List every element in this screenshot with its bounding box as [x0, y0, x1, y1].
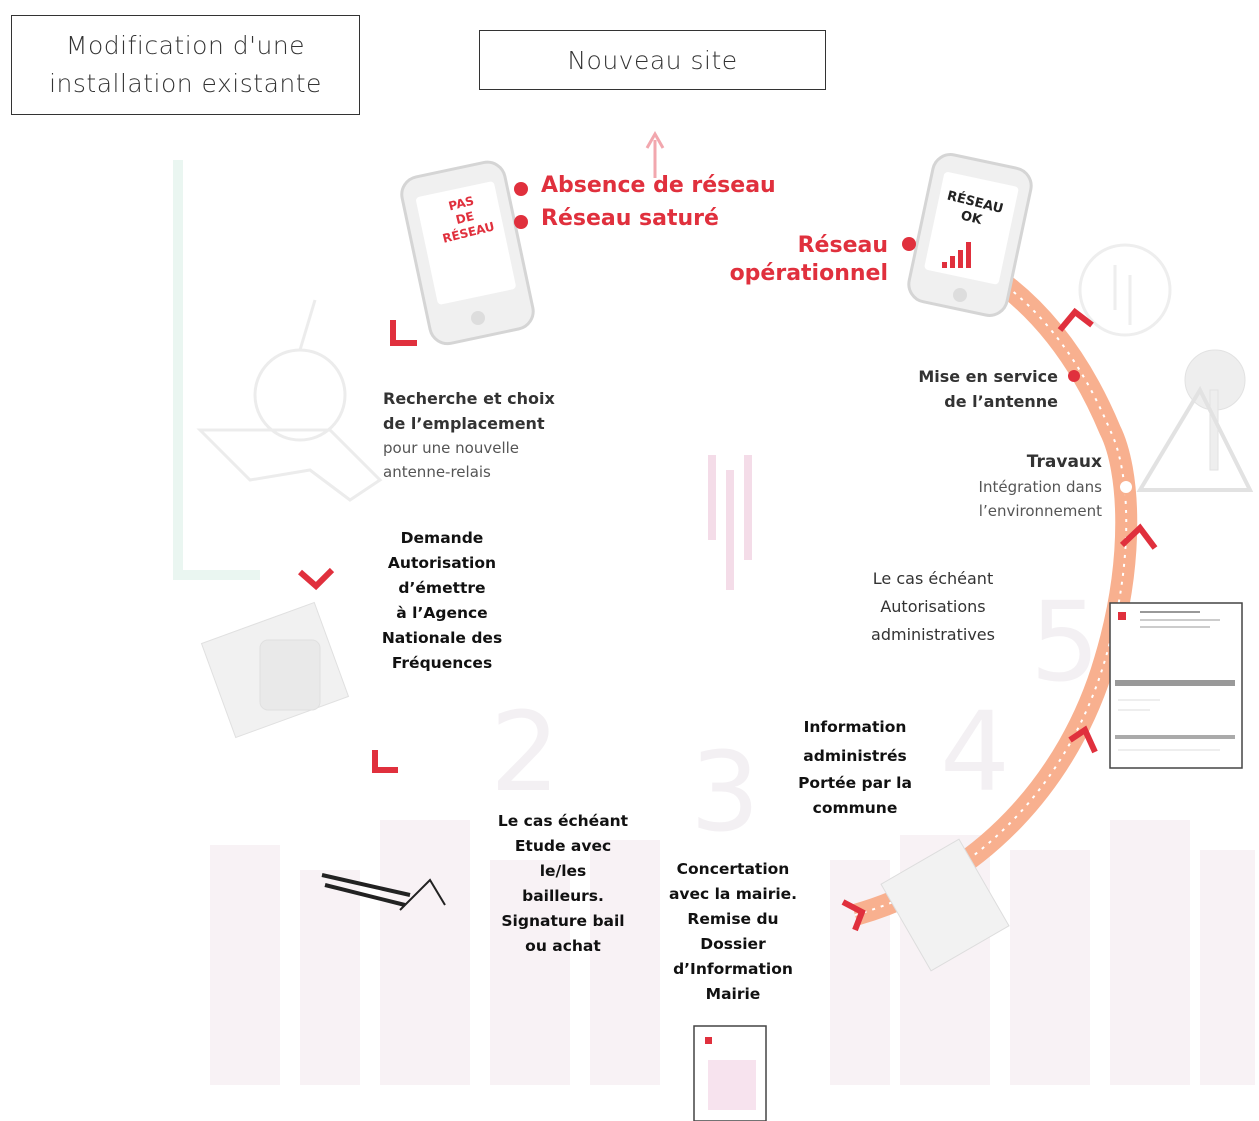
saturated-label: Réseau saturé: [541, 206, 719, 231]
step-search: Recherche et choix de l’emplacement pour…: [383, 386, 603, 484]
svg-text:2: 2: [490, 688, 560, 816]
faint-antenna: [708, 455, 752, 590]
document-bottom: [693, 1025, 767, 1121]
step-landlord-line: Signature bail: [501, 912, 625, 930]
document-right: [1109, 602, 1243, 769]
orange-path: [852, 276, 1138, 926]
step-works: Travaux Intégration dans l’environnement: [950, 450, 1102, 523]
step-landlord-line: ou achat: [525, 937, 601, 955]
step-consultation-line: Dossier: [700, 935, 766, 953]
svg-text:4: 4: [940, 688, 1010, 816]
absence-label: Absence de réseau: [541, 173, 776, 198]
faint-up-arrow: [645, 130, 665, 178]
step-commissioning: Mise en service de l’antenne: [890, 364, 1058, 414]
modification-label: Modification d'une installation existant…: [49, 31, 322, 98]
faint-circle-right: [1078, 243, 1172, 337]
operational-line: opérationnel: [729, 261, 888, 286]
faint-bracket: [173, 160, 260, 580]
svg-text:3: 3: [690, 728, 760, 856]
step-information: Information administrés Portée par la co…: [780, 713, 930, 821]
step-landlord-line: bailleurs.: [522, 887, 604, 905]
step-admin-auth-line: Autorisations: [880, 597, 986, 616]
step-anfr-line: Demande: [400, 529, 484, 547]
path-chevrons: [841, 307, 1158, 932]
step-consultation-line: Mairie: [705, 985, 761, 1003]
faint-magnifier: [196, 299, 383, 502]
operational-line: Réseau: [797, 233, 888, 258]
step-information-line: administrés: [803, 747, 907, 765]
step-search-title: Recherche et choix: [383, 389, 555, 408]
step-information-line: Portée par la: [798, 774, 912, 792]
step-consultation-line: Concertation: [676, 860, 790, 878]
saturated-dot: [514, 215, 528, 229]
faint-skyline: [210, 820, 1255, 1085]
pen-illustration: [321, 873, 446, 911]
new-site-label: Nouveau site: [567, 45, 738, 75]
step-search-desc: antenne-relais: [383, 463, 491, 481]
left-arrows: [298, 320, 417, 773]
step-anfr-line: d’émettre: [398, 579, 486, 597]
step-information-line: Information: [803, 718, 907, 736]
step-search-title: de l’emplacement: [383, 414, 545, 433]
step-anfr-line: Nationale des: [381, 629, 503, 647]
step-consultation-line: Remise du: [687, 910, 779, 928]
step-landlord-line: Etude avec: [514, 837, 612, 855]
step-commissioning-line: Mise en service: [918, 367, 1058, 386]
faint-stamp: [200, 601, 350, 739]
step-search-desc: pour une nouvelle: [383, 439, 520, 457]
absence-dot: [514, 182, 528, 196]
operational-label: Réseau opérationnel: [700, 232, 888, 288]
step-works-desc: Intégration dans: [978, 478, 1102, 496]
phone-right-body: [907, 153, 1033, 317]
works-dot: [1118, 479, 1134, 495]
step-landlord-line: le/les: [539, 862, 587, 880]
faint-tree: [1136, 349, 1254, 492]
phone-left-body: [400, 160, 535, 346]
step-admin-auth: Le cas échéant Autorisations administrat…: [858, 565, 1008, 649]
step-anfr-line: Fréquences: [391, 654, 493, 672]
new-site-box: Nouveau site: [479, 30, 826, 90]
step-works-desc: l’environnement: [978, 502, 1102, 520]
step-admin-auth-line: administratives: [871, 625, 995, 644]
step-anfr-line: à l’Agence: [396, 604, 488, 622]
envelope-illustration: [880, 838, 1010, 972]
step-consultation-line: d’Information: [673, 960, 793, 978]
operational-dot: [902, 237, 916, 251]
commissioning-dot: [1068, 370, 1080, 382]
step-works-title: Travaux: [1026, 452, 1102, 472]
faint-numbers: 2 3 4 5: [490, 578, 1100, 856]
step-anfr: Demande Autorisation d’émettre à l’Agenc…: [362, 526, 522, 676]
step-landlord-line: Le cas échéant: [497, 812, 629, 830]
step-consultation: Concertation avec la mairie. Remise du D…: [658, 857, 808, 1007]
step-anfr-line: Autorisation: [387, 554, 497, 572]
step-consultation-line: avec la mairie.: [668, 885, 798, 903]
step-landlord: Le cas échéant Etude avec le/les bailleu…: [488, 809, 638, 959]
step-information-line: commune: [812, 799, 898, 817]
step-admin-auth-line: Le cas échéant: [872, 569, 994, 588]
step-commissioning-line: de l’antenne: [944, 392, 1058, 411]
modification-box: Modification d'une installation existant…: [11, 15, 360, 115]
